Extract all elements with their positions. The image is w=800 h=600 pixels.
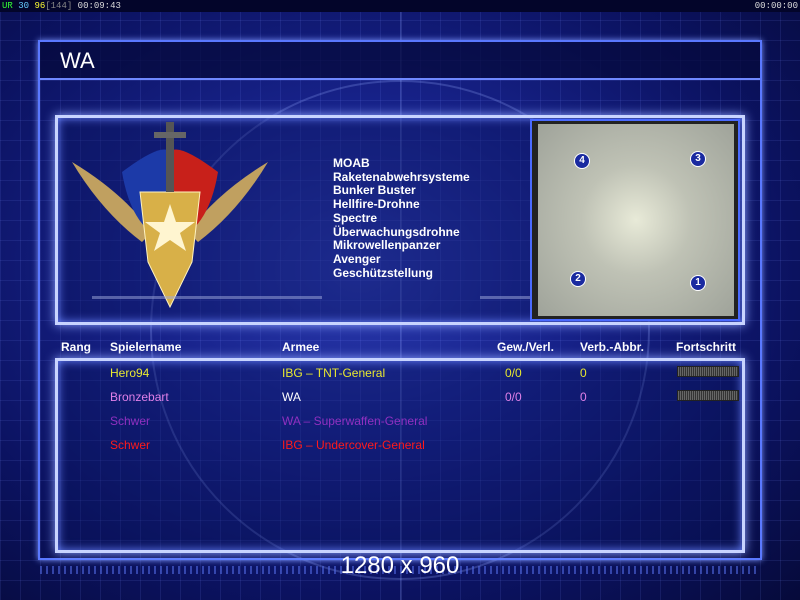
- status-value-2: 96: [34, 1, 46, 11]
- main-frame: [38, 40, 762, 560]
- header-rank: Rang: [61, 340, 91, 354]
- start-position-4: 4: [574, 153, 590, 169]
- player-army: IBG – TNT-General: [282, 366, 386, 380]
- header-winloss: Gew./Verl.: [497, 340, 554, 354]
- player-army: WA – Superwaffen-General: [282, 414, 428, 428]
- player-army: IBG – Undercover-General: [282, 438, 425, 452]
- player-name: Schwer: [110, 438, 151, 452]
- status-value-3: [144]: [45, 1, 73, 11]
- player-table: [55, 358, 745, 553]
- elapsed-time: 00:09:43: [77, 1, 121, 11]
- player-army: WA: [282, 390, 301, 404]
- player-name: Hero94: [110, 366, 150, 380]
- title-bar: WA: [40, 42, 760, 80]
- list-item: MOAB: [333, 156, 370, 170]
- start-position-1: 1: [690, 275, 706, 291]
- player-disconnects: 0: [580, 366, 587, 380]
- divider: [92, 296, 322, 299]
- player-name: Schwer: [110, 414, 151, 428]
- page-title: WA: [60, 48, 95, 73]
- list-item: Raketenabwehrsysteme: [333, 169, 470, 184]
- game-time: 00:00:00: [754, 1, 798, 11]
- faction-emblem-icon: [72, 122, 268, 309]
- divider: [480, 296, 530, 299]
- progress-bar: [677, 366, 739, 377]
- header-disconnects: Verb.-Abbr.: [580, 340, 645, 354]
- start-position-3: 3: [690, 151, 706, 167]
- list-item: Hellfire-Drohne: [333, 197, 420, 212]
- crosshair-circle: [150, 80, 650, 580]
- crosshair-line: [400, 0, 402, 600]
- list-item: Überwachungsdrohne: [333, 224, 460, 239]
- header-army: Armee: [282, 340, 320, 354]
- header-progress: Fortschritt: [676, 340, 736, 354]
- status-value-1: 30: [18, 1, 30, 11]
- superweapon-list: MOAB Raketenabwehrsysteme Bunker Buster …: [333, 156, 470, 280]
- header-name: Spielername: [110, 340, 182, 354]
- resolution-label: 1280 x 960: [340, 552, 460, 579]
- bottom-decoration: [40, 566, 760, 574]
- player-winloss: 0/0: [505, 390, 522, 404]
- list-item: Avenger: [333, 251, 381, 266]
- start-position-2: 2: [570, 271, 586, 287]
- player-winloss: 0/0: [505, 366, 522, 380]
- status-bar: UR 30 96[144] 00:09:43 00:00:00: [0, 0, 800, 12]
- player-disconnects: 0: [580, 390, 587, 404]
- player-name: Bronzebart: [110, 390, 169, 404]
- progress-bar: [677, 390, 739, 401]
- ur-label: UR: [2, 1, 13, 11]
- map-preview: 4 3 2 1: [530, 119, 740, 321]
- list-item: Spectre: [333, 210, 378, 225]
- list-item: Bunker Buster: [333, 183, 416, 198]
- list-item: Geschützstellung: [333, 265, 434, 280]
- list-item: Mikrowellenpanzer: [333, 238, 441, 253]
